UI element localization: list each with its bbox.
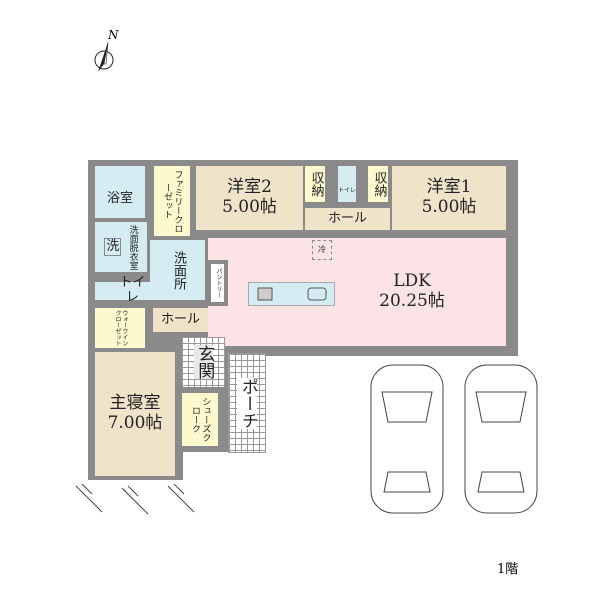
room-entrance: 玄関 [182,337,225,387]
room-pantry: パントリー [211,264,224,302]
room-master-bedroom: 主寝室 7.00帖 [95,352,175,476]
room-western-1: 洋室1 5.00帖 [392,166,506,230]
floor-label: 1階 [497,562,519,577]
room-toilet-lower: トイレ [95,275,150,305]
room-bath: 浴室 [95,166,145,218]
bicycle-icon [75,483,195,515]
room-toilet-upper: トイレ [338,166,356,202]
stove-icon [257,287,326,301]
north-compass: N [92,28,122,78]
room-dressing: 洗 洗面脱衣室 [95,222,147,272]
car-icon [370,364,444,514]
room-walkin-closet: ウォークインクローゼット [95,308,145,348]
room-western-2: 洋室2 5.00帖 [196,166,303,230]
room-washroom: 洗面所 [150,240,205,300]
kitchen-counter [248,282,335,306]
room-storage-left: 収納 [305,166,325,202]
room-ldk: LDK 20.25帖 [208,238,506,346]
room-hall-upper: ホール [305,208,390,230]
room-storage-right: 収納 [368,166,388,202]
fridge: 冷 [312,240,332,260]
north-arrow-icon [94,41,114,72]
car-icon [464,364,538,514]
room-shoe-closet: シューズクローク [182,393,218,446]
washer-label: 洗 [104,237,122,257]
room-hall-lower: ホール [153,308,208,332]
compass-label: N [108,28,119,42]
porch: ポーチ [228,353,266,453]
room-family-closet: ファミリークローゼット [154,166,190,236]
